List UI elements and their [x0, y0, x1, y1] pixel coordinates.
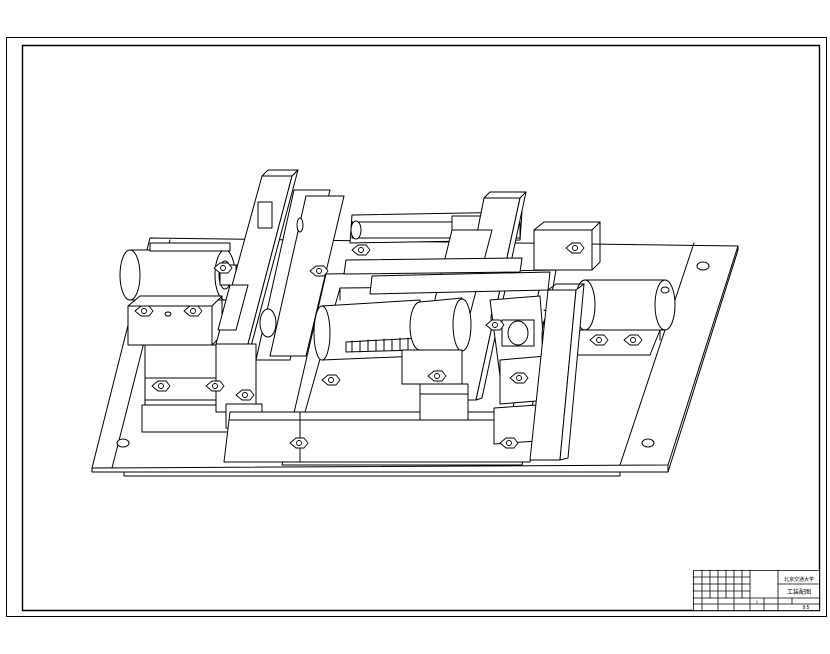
base-hole-front-right [641, 438, 655, 448]
title-block-scale: 9:5 [803, 605, 810, 611]
left-upright-plate [215, 169, 345, 429]
bolt-13 [565, 242, 585, 254]
left-plate-bore [259, 308, 277, 338]
bolt-12 [499, 437, 519, 449]
front-rail [223, 411, 541, 463]
hex-bolts [134, 242, 643, 449]
bolt-16 [485, 319, 505, 331]
lead-screw [313, 299, 421, 361]
bolt-17 [213, 262, 233, 274]
bolt-10 [427, 370, 447, 382]
right-rear-block [533, 221, 601, 271]
left-motor [119, 242, 247, 301]
bolt-1 [134, 305, 154, 317]
bolt-9 [351, 244, 371, 256]
bolt-14 [589, 334, 609, 346]
bolt-11 [509, 372, 529, 384]
base-hole-front-left [116, 438, 130, 448]
bolt-15 [623, 334, 643, 346]
bolt-5 [235, 389, 255, 401]
bolt-6 [309, 265, 329, 277]
bolt-7 [321, 374, 341, 386]
right-front-upright [529, 283, 585, 461]
title-block-drawing-title: 工装配图 [787, 588, 811, 596]
bolt-3 [151, 380, 171, 392]
bolt-2 [183, 305, 203, 317]
slider-upright [401, 191, 527, 421]
outer-border [6, 37, 827, 617]
rear-rail [343, 257, 551, 295]
bolt-8 [289, 437, 309, 449]
title-block: 北京交通大学 工装配图 9:5 1 [692, 569, 821, 612]
bolt-4 [205, 380, 225, 392]
base-hole-rear-right [696, 261, 710, 271]
inner-border [21, 44, 821, 612]
title-block-sheet-number: 1 [756, 599, 759, 604]
isometric-assembly [91, 169, 739, 477]
title-block-organization: 北京交通大学 [784, 576, 814, 583]
